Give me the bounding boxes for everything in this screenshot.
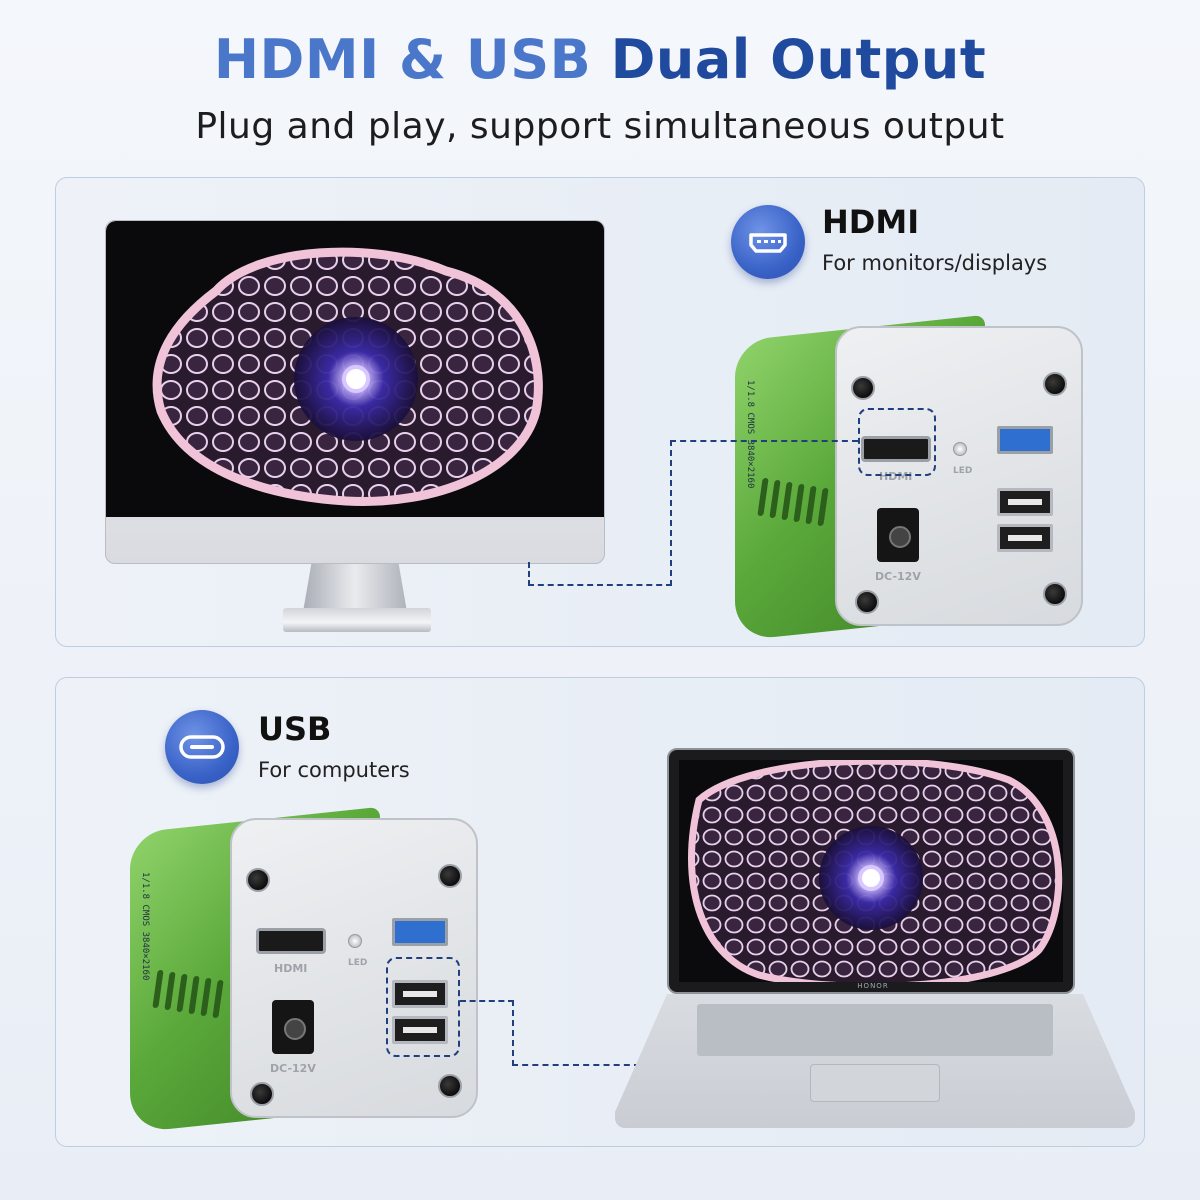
usb3-port [392,918,448,946]
screw [246,868,270,892]
connector-line [460,1000,514,1002]
camera-side-text: 1/1.8 CMOS 3840×2160 [140,872,150,981]
led-label: LED [348,958,368,968]
laptop-base [615,994,1135,1128]
page-subtitle: Plug and play, support simultaneous outp… [195,106,1005,147]
connector-line [512,1064,640,1066]
led-indicator [953,442,967,456]
monitor-stand-neck [303,564,407,612]
usb-badge [165,710,239,784]
laptop-trackpad [810,1064,940,1102]
laptop-brand: HONOR [857,982,889,990]
screw [438,1074,462,1098]
screw [1043,582,1067,606]
title-part-1: HDMI & USB [213,28,592,91]
connector-line [512,1000,514,1066]
hdmi-port [256,928,326,954]
hdmi-description: For monitors/displays [822,251,1048,275]
page-title: HDMI & USB Dual Output [0,28,1200,91]
monitor-screen [106,221,604,517]
connector-line [670,440,672,586]
dc-label: DC-12V [875,570,921,583]
camera-side-text: 1/1.8 CMOS 3840×2160 [745,380,755,489]
dc-power-port [272,1000,314,1054]
monitor-stand-base [283,608,431,632]
screw [855,590,879,614]
hdmi-badge [731,205,805,279]
hdmi-title: HDMI [822,203,920,241]
laptop-keyboard [697,1004,1053,1056]
hdmi-port [861,436,931,462]
title-part-2: Dual Output [610,28,987,91]
screw [250,1082,274,1106]
camera-bottom: 1/1.8 CMOS 3840×2160 HDMI LED DC-12V [130,800,480,1134]
connector-line [670,440,858,442]
camera-top: 1/1.8 CMOS 3840×2160 HDMI LED DC-12V [735,308,1085,642]
usb-title: USB [258,710,332,748]
screw [1043,372,1067,396]
usb2-port-lower [392,1016,448,1044]
hdmi-port-icon [749,233,787,253]
dc-label: DC-12V [270,1062,316,1075]
usb2-port-upper [392,980,448,1008]
laptop: HONOR [615,748,1135,1128]
led-label: LED [953,466,973,476]
led-indicator [348,934,362,948]
connector-line [528,562,530,586]
hdmi-port-highlight [858,408,936,476]
usb2-port-lower [997,524,1053,552]
laptop-screen [679,757,1063,990]
monitor-body [105,220,605,564]
usb-c-port-icon [179,735,225,759]
dc-power-port [877,508,919,562]
connector-line [528,584,672,586]
microscope-image [688,757,1063,990]
hdmi-port-label: HDMI [879,470,913,483]
usb-description: For computers [258,758,410,782]
screw [438,864,462,888]
screw [851,376,875,400]
usb2-port-upper [997,488,1053,516]
laptop-lid: HONOR [667,748,1075,994]
usb3-port [997,426,1053,454]
hdmi-port-label: HDMI [274,962,308,975]
camera-face: HDMI LED DC-12V [835,326,1083,626]
camera-face: HDMI LED DC-12V [230,818,478,1118]
microscope-image [152,247,543,506]
usb-port-highlight [386,957,460,1057]
